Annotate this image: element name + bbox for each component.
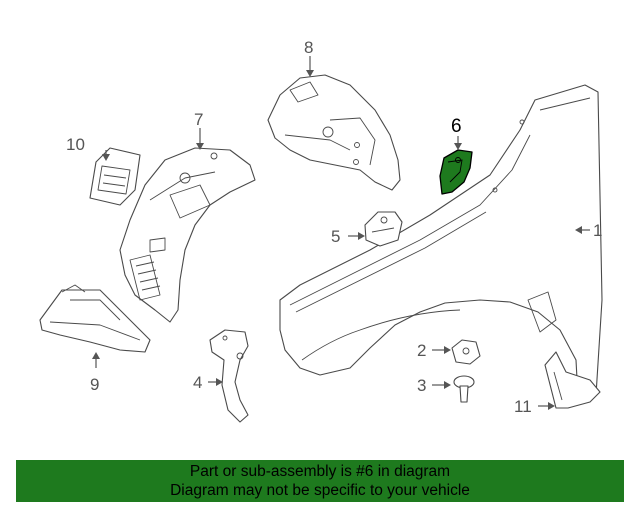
banner-line-1: Part or sub-assembly is #6 in diagram	[189, 463, 451, 480]
callout-10: 10	[66, 135, 85, 154]
parts-diagram: 8 7 10 9 5 6 1 4 2 3 11	[39, 38, 603, 423]
fender-part	[279, 84, 603, 399]
nut-clip-part	[451, 339, 481, 365]
callout-7: 7	[194, 110, 203, 129]
trim-part	[544, 351, 601, 409]
callout-3: 3	[417, 376, 426, 395]
callout-1: 1	[593, 221, 602, 240]
callout-11: 11	[514, 397, 532, 416]
screw-part	[453, 375, 475, 403]
bracket-5-part	[364, 211, 403, 247]
callout-4: 4	[193, 373, 202, 392]
wheelhouse-liner-part	[119, 147, 256, 323]
callout-9: 9	[90, 375, 99, 394]
callout-8: 8	[304, 38, 313, 57]
callout-5: 5	[331, 227, 340, 246]
banner-line-2: Diagram may not be specific to your vehi…	[170, 482, 470, 499]
info-banner: Part or sub-assembly is #6 in diagram Di…	[16, 460, 624, 502]
module-part	[89, 147, 141, 206]
callout-6: 6	[451, 116, 462, 137]
highlighted-bracket-part	[439, 149, 473, 195]
upper-liner-part	[267, 74, 401, 191]
hinge-bracket-part	[209, 329, 249, 423]
lower-shield-part	[39, 284, 151, 353]
callout-2: 2	[417, 341, 426, 360]
leader-lines	[92, 56, 590, 410]
